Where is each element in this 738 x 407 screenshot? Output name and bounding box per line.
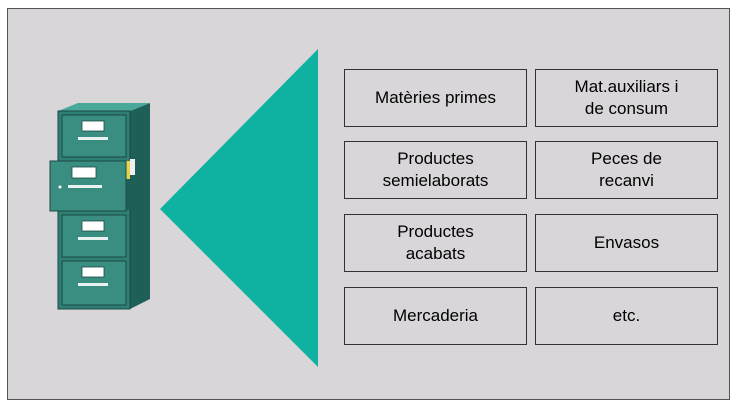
category-box-envasos: Envasos <box>535 214 718 272</box>
slide-canvas: Matèries primes Mat.auxiliars i de consu… <box>7 8 730 400</box>
category-box-productes-acabats: Productes acabats <box>344 214 527 272</box>
category-box-etc: etc. <box>535 287 718 345</box>
category-box-materials-auxiliars: Mat.auxiliars i de consum <box>535 69 718 127</box>
expansion-wedge <box>160 49 318 367</box>
category-box-peces-recanvi: Peces de recanvi <box>535 141 718 199</box>
category-box-materies-primes: Matèries primes <box>344 69 527 127</box>
category-box-semielaborats: Productes semielaborats <box>344 141 527 199</box>
filing-cabinet-icon <box>49 103 150 310</box>
category-box-mercaderia: Mercaderia <box>344 287 527 345</box>
